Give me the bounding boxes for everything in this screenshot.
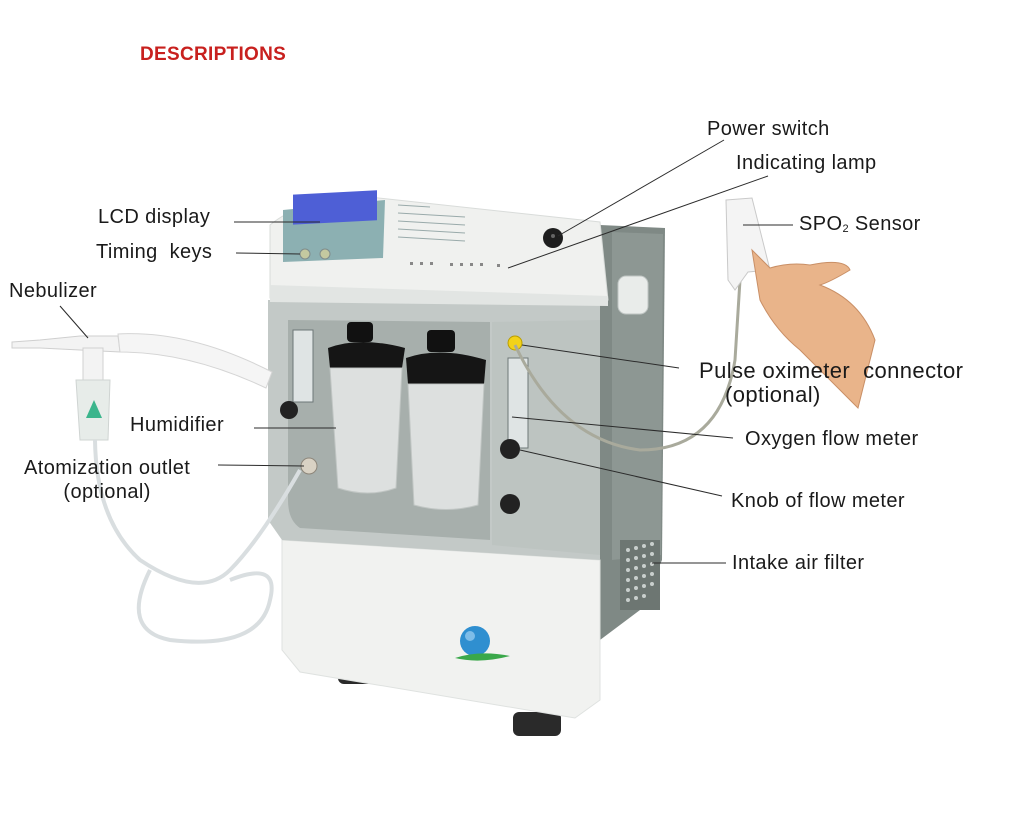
left-flow-meter <box>292 329 314 403</box>
nebulizer <box>11 333 273 441</box>
label-timing-keys: Timing keys <box>96 241 213 263</box>
label-spo2-sensor: SPO2 Sensor <box>799 212 921 241</box>
brand-logo <box>455 626 510 661</box>
spo2-suffix: Sensor <box>848 213 921 235</box>
timing-key-1 <box>299 248 311 260</box>
side-handle <box>617 275 649 315</box>
front-wheel-right <box>513 712 561 736</box>
lower-knob <box>500 494 520 514</box>
label-intake-air-filter: Intake air filter <box>732 552 865 574</box>
caution-text <box>397 204 466 242</box>
label-indicating-lamp: Indicating lamp <box>736 152 877 174</box>
label-knob-of-flow-meter: Knob of flow meter <box>731 490 905 512</box>
leader-pulse-oximeter <box>521 344 680 369</box>
hand <box>751 248 876 409</box>
leader-atomization-outlet <box>217 464 305 467</box>
right-flow-knob <box>500 439 520 459</box>
timing-key-2 <box>319 248 331 260</box>
page-title: DESCRIPTIONS <box>140 44 287 65</box>
spo2-cable <box>513 279 742 452</box>
spo2-prefix: SPO <box>799 213 843 235</box>
atomization-outlet-line1: Atomization outlet <box>24 457 191 479</box>
leader-knob-flow-meter <box>519 449 723 497</box>
pulse-oximeter-line1: Pulse oximeter connector <box>699 358 964 383</box>
label-pulse-oximeter-connector: Pulse oximeter connector (optional) <box>699 359 963 407</box>
pulse-oximeter-connector <box>507 335 523 351</box>
right-flow-meter <box>507 357 529 449</box>
lcd-display <box>293 190 377 225</box>
label-humidifier: Humidifier <box>130 414 225 436</box>
leader-oxygen-flow-meter <box>511 416 734 439</box>
label-power-switch: Power switch <box>707 118 830 140</box>
label-nebulizer: Nebulizer <box>9 280 98 302</box>
intake-air-filter-grille <box>620 540 660 610</box>
spo2-subscript: 2 <box>842 223 849 235</box>
humidifier-bottle-right <box>406 330 486 510</box>
humidifier-bottle-left <box>328 322 405 494</box>
label-atomization-outlet: Atomization outlet (optional) <box>24 456 190 504</box>
base-housing <box>281 539 601 719</box>
label-lcd-display: LCD display <box>98 206 211 228</box>
pulse-oximeter-line2: (optional) <box>725 382 821 407</box>
label-oxygen-flow-meter: Oxygen flow meter <box>745 428 919 450</box>
atomization-outlet-line2: (optional) <box>63 481 151 503</box>
left-flow-knob <box>280 401 298 419</box>
indicator-lamps <box>410 262 500 267</box>
leader-nebulizer <box>59 305 89 339</box>
leader-indicating-lamp <box>507 175 769 269</box>
nebulizer-tube <box>93 439 302 585</box>
leader-timing-keys <box>235 252 301 255</box>
leader-power-switch <box>557 139 725 237</box>
